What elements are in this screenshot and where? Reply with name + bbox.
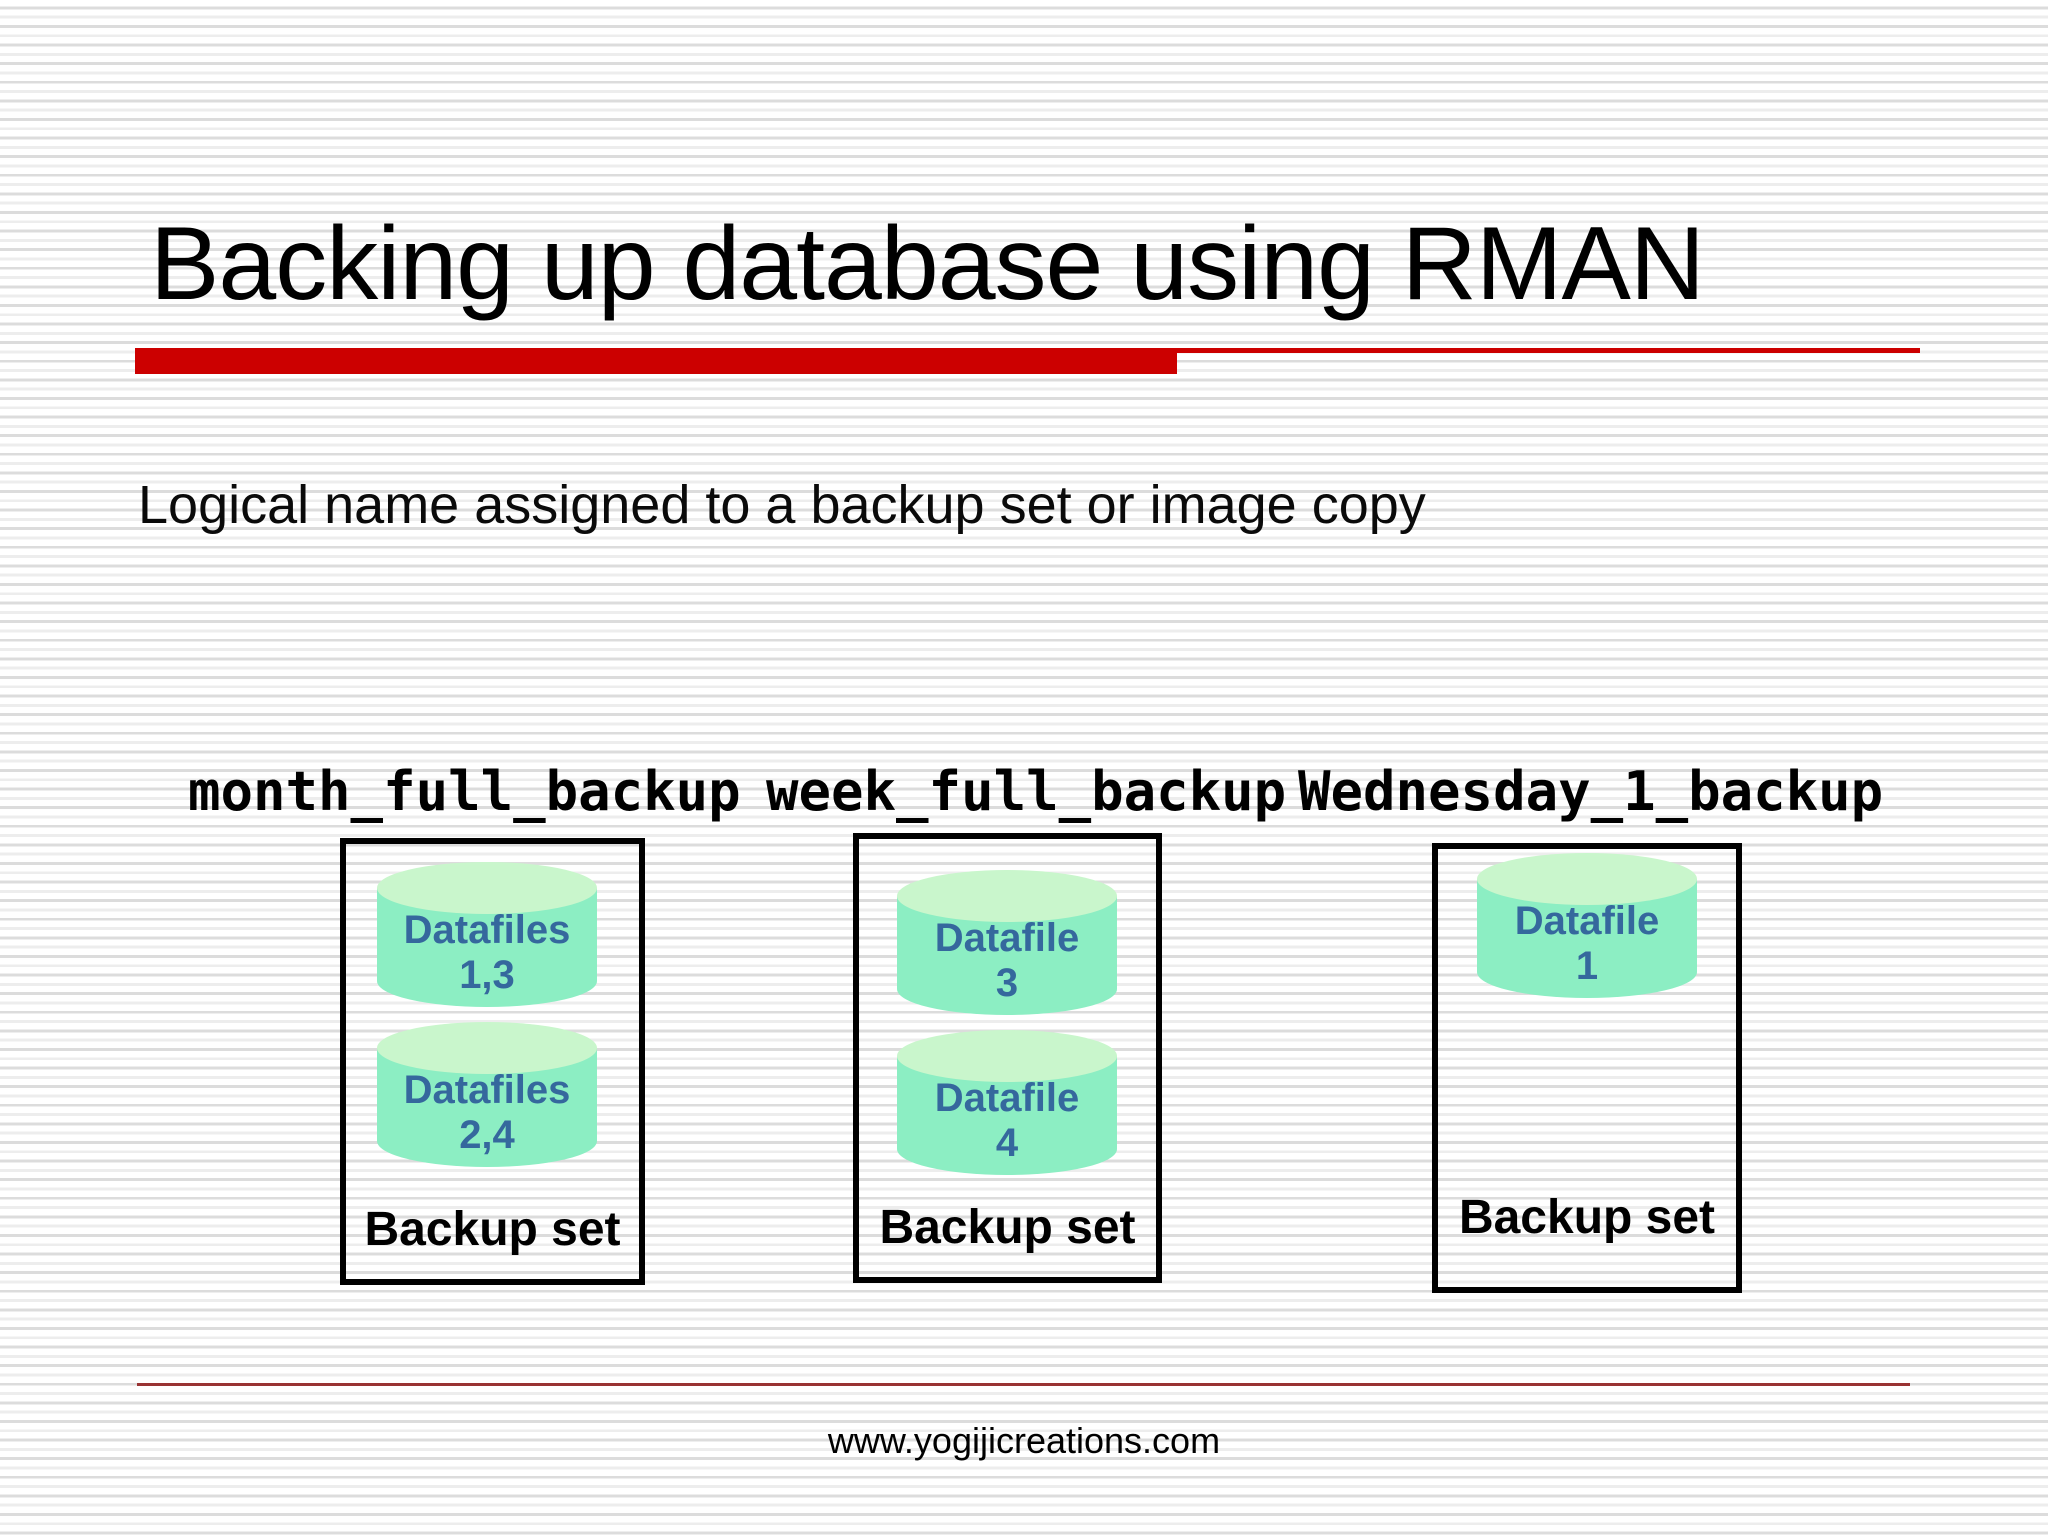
datafile-label-line1: Datafiles — [403, 908, 571, 952]
cylinder-top-ellipse — [897, 870, 1117, 922]
datafile-cylinder-icon: Datafile 1 — [1477, 853, 1697, 998]
subtitle-text: Logical name assigned to a backup set or… — [138, 475, 1426, 535]
datafile-label-line1: Datafiles — [403, 1068, 571, 1112]
cylinder-top-ellipse — [377, 862, 597, 914]
datafile-label: Datafiles 1,3 — [377, 908, 597, 998]
backup-set-caption: Backup set — [364, 1203, 621, 1256]
datafile-cylinder-icon: Datafiles 1,3 — [377, 862, 597, 1007]
cylinder-top-ellipse — [1477, 853, 1697, 905]
title-accent-line — [1177, 348, 1920, 353]
cylinder-top-ellipse — [897, 1030, 1117, 1082]
footer-divider — [137, 1383, 1910, 1386]
cylinder-top-ellipse — [377, 1022, 597, 1074]
footer-url: www.yogijicreations.com — [827, 1420, 1221, 1461]
datafile-label-line1: Datafile — [934, 1076, 1080, 1120]
datafile-label-line1: Datafile — [1514, 899, 1660, 943]
datafile-label-line2: 1,3 — [459, 952, 515, 997]
backup-set-box: Datafile 1 Backup set — [1432, 843, 1742, 1293]
title-accent-bar — [135, 348, 1177, 374]
backup-set-caption: Backup set — [879, 1201, 1136, 1254]
datafile-label: Datafile 4 — [897, 1076, 1117, 1166]
datafile-label: Datafile 1 — [1477, 899, 1697, 989]
datafile-cylinder-icon: Datafiles 2,4 — [377, 1022, 597, 1167]
page-title: Backing up database using RMAN — [150, 206, 1705, 322]
datafile-label-line2: 2,4 — [459, 1112, 515, 1157]
datafile-cylinder-icon: Datafile 3 — [897, 870, 1117, 1015]
backup-set-box: Datafile 3 Datafile 4 Backup set — [853, 833, 1162, 1283]
datafile-label-line2: 1 — [1575, 943, 1599, 988]
backup-set-box: Datafiles 1,3 Datafiles 2,4 Backup set — [340, 838, 645, 1285]
backup-set-name-label: Wednesday_1_backup — [1298, 760, 1884, 823]
datafile-label-line1: Datafile — [934, 916, 1080, 960]
datafile-label-line2: 4 — [995, 1120, 1019, 1165]
datafile-cylinder-icon: Datafile 4 — [897, 1030, 1117, 1175]
datafile-label: Datafiles 2,4 — [377, 1068, 597, 1158]
backup-set-name-label: month_full_backup — [188, 760, 741, 823]
backup-set-caption: Backup set — [1458, 1191, 1716, 1244]
datafile-label-line2: 3 — [995, 960, 1019, 1005]
datafile-label: Datafile 3 — [897, 916, 1117, 1006]
backup-set-name-label: week_full_backup — [766, 760, 1287, 823]
